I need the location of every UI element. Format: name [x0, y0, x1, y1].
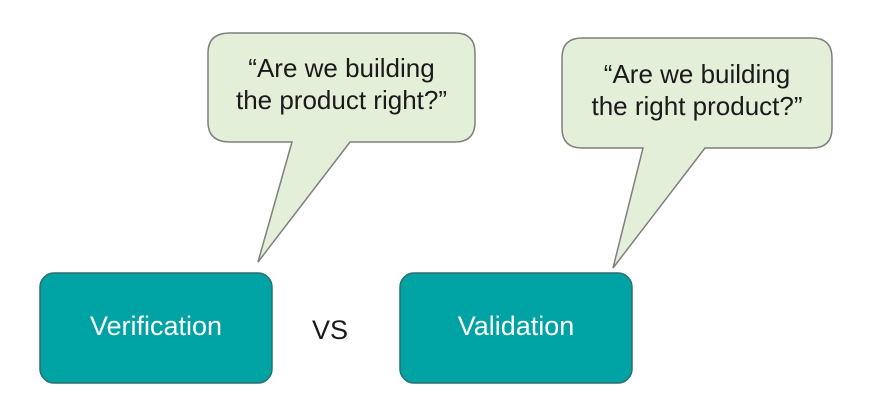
vs-label: VS: [311, 315, 349, 345]
validation-question: “Are we building the right product?”: [562, 58, 832, 122]
validation-box: [399, 272, 633, 384]
validation-question-line2: the right product?”: [591, 91, 803, 121]
verification-speech-bubble: [207, 32, 476, 263]
validation-label: Validation: [457, 311, 575, 341]
verification-box: [39, 272, 273, 384]
verification-label: Verification: [89, 311, 223, 341]
verification-question-line2: the product right?”: [235, 85, 447, 115]
validation-question-line1: “Are we building: [603, 59, 791, 89]
verification-question: “Are we building the product right?”: [208, 52, 475, 116]
verification-question-line1: “Are we building: [248, 53, 435, 83]
validation-speech-bubble: [561, 37, 833, 269]
